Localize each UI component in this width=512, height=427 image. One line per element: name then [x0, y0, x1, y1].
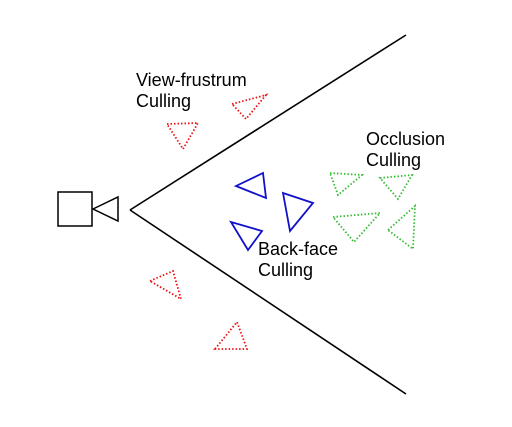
back-face-culling-label: Back-face Culling	[258, 239, 338, 281]
back-face-label-line1: Back-face	[258, 239, 339, 259]
frustum-culled-triangle	[148, 269, 183, 301]
back-face-label-line2: Culling	[258, 260, 314, 280]
view-frustum-culling-label: View-frustrum Culling	[136, 70, 247, 112]
back-face-triangle	[233, 171, 268, 200]
frustum-culled-triangle	[213, 320, 249, 350]
back-face-triangle	[229, 220, 264, 252]
frustum-culled-triangle	[230, 93, 269, 121]
occluded-triangle	[378, 173, 414, 201]
view-frustum-label-line2: Culling	[136, 91, 192, 111]
occlusion-culling-label: Occlusion Culling	[366, 129, 445, 171]
occluded-triangle	[386, 203, 416, 251]
camera-body	[57, 191, 93, 227]
frustum-upper-edge	[129, 34, 407, 211]
occlusion-label-line1: Occlusion	[366, 129, 446, 149]
frustum-lower-edge	[129, 209, 407, 395]
frustum-culled-triangle	[165, 122, 200, 151]
camera-lens	[91, 195, 119, 223]
back-face-triangle	[281, 191, 315, 234]
occluded-triangle	[331, 211, 383, 244]
view-frustum-label-line1: View-frustrum	[136, 70, 247, 90]
occlusion-label-line2: Culling	[366, 150, 422, 170]
camera-icon	[57, 191, 119, 227]
occluded-triangle	[328, 172, 365, 197]
